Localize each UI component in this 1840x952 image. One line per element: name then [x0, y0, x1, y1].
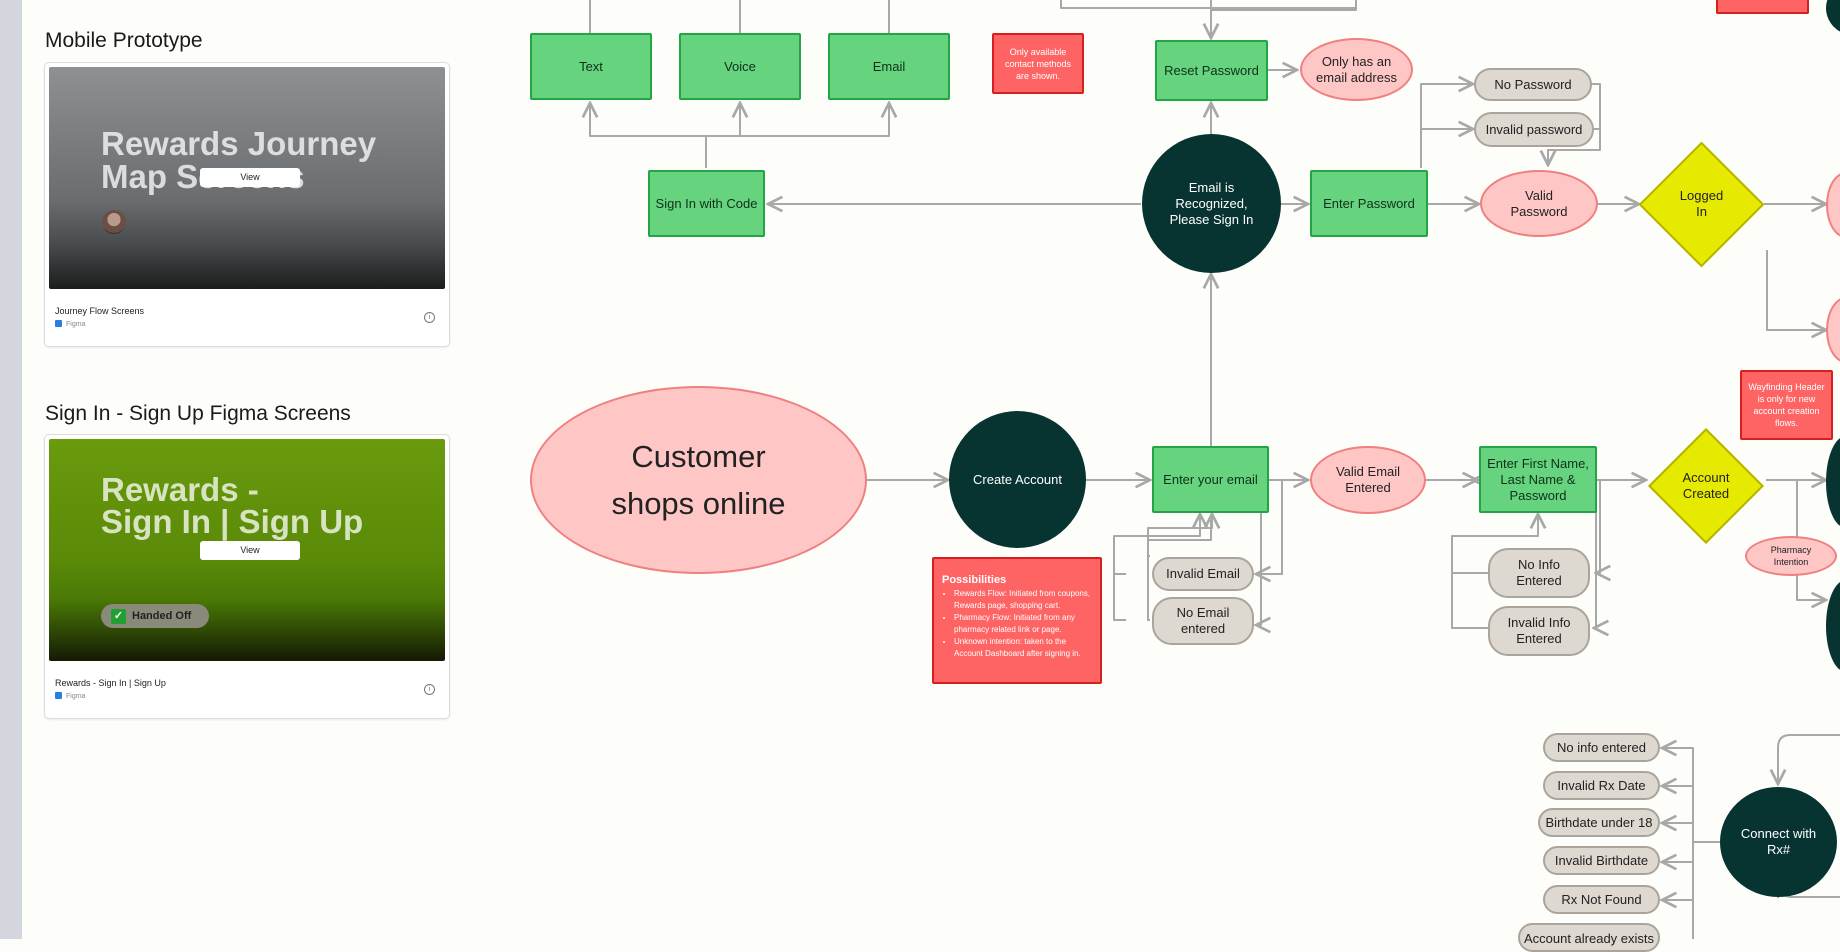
rx-under-18-node[interactable]: Birthdate under 18 — [1538, 808, 1660, 837]
reset-password-node[interactable]: Reset Password — [1155, 40, 1268, 101]
possibility-item: Rewards Flow: Initiated from coupons, Re… — [954, 588, 1094, 612]
logged-in-label: Logged In — [1679, 188, 1724, 219]
text-node[interactable]: Text — [530, 33, 652, 100]
no-info-entered-node[interactable]: No Info Entered — [1488, 548, 1590, 598]
view-button[interactable]: View — [200, 168, 300, 187]
card-source: Figma — [55, 320, 85, 328]
enter-name-password-node[interactable]: Enter First Name, Last Name & Password — [1479, 446, 1597, 513]
no-password-node[interactable]: No Password — [1474, 68, 1592, 101]
email-recognized-node[interactable]: Email is Recognized, Please Sign In — [1142, 134, 1281, 273]
rx-no-info-node[interactable]: No info entered — [1543, 733, 1660, 762]
contact-methods-note[interactable]: Only available contact methods are shown… — [992, 33, 1084, 94]
enter-password-node[interactable]: Enter Password — [1310, 170, 1428, 237]
card-file-name: Journey Flow Screens — [55, 306, 145, 316]
prototype-thumbnail[interactable]: Rewards Journey Map Screens View — [49, 67, 445, 289]
enter-your-email-node[interactable]: Enter your email — [1152, 446, 1269, 513]
top-red-note-partial[interactable] — [1716, 0, 1809, 14]
info-icon[interactable]: i — [424, 684, 435, 695]
thumbnail-title-line2: Sign In | Sign Up — [101, 503, 364, 540]
account-created-label: Account Created — [1682, 470, 1730, 501]
sign-in-with-code-node[interactable]: Sign In with Code — [648, 170, 765, 237]
view-button[interactable]: View — [200, 541, 300, 560]
rx-invalid-date-node[interactable]: Invalid Rx Date — [1543, 771, 1660, 800]
connect-with-rx-node[interactable]: Connect with Rx# — [1720, 787, 1837, 897]
possibilities-title: Possibilities — [942, 574, 1007, 586]
rx-account-exists-node[interactable]: Account already exists — [1518, 923, 1660, 952]
right-dark-node-partial-2[interactable] — [1826, 580, 1840, 672]
no-email-entered-node[interactable]: No Email entered — [1152, 597, 1254, 645]
section-title-sign-in-sign-up: Sign In - Sign Up Figma Screens — [45, 402, 351, 425]
info-icon[interactable]: i — [424, 312, 435, 323]
section-title-mobile-prototype: Mobile Prototype — [45, 29, 203, 52]
customer-shops-online-node[interactable]: Customer shops online — [530, 386, 867, 574]
rx-not-found-node[interactable]: Rx Not Found — [1543, 885, 1660, 914]
invalid-password-node[interactable]: Invalid password — [1474, 112, 1594, 147]
right-dark-node-partial-1[interactable] — [1826, 436, 1840, 528]
possibility-item: Pharmacy Flow: Initiated from any pharma… — [954, 612, 1094, 636]
signin-card[interactable]: Rewards - Sign In | Sign Up View ✓Handed… — [44, 434, 450, 719]
email-node[interactable]: Email — [828, 33, 950, 100]
card-source: Figma — [55, 692, 85, 700]
valid-password-node[interactable]: Valid Password — [1480, 170, 1598, 237]
figma-icon — [55, 692, 62, 699]
voice-node[interactable]: Voice — [679, 33, 801, 100]
invalid-info-entered-node[interactable]: Invalid Info Entered — [1488, 606, 1590, 656]
rx-invalid-birthdate-node[interactable]: Invalid Birthdate — [1543, 846, 1660, 875]
signin-thumbnail[interactable]: Rewards - Sign In | Sign Up View ✓Handed… — [49, 439, 445, 661]
handed-off-badge: ✓Handed Off — [101, 604, 209, 628]
prototype-card[interactable]: Rewards Journey Map Screens View Journey… — [44, 62, 450, 347]
possibilities-note[interactable]: Possibilities Rewards Flow: Initiated fr… — [932, 557, 1102, 684]
avatar — [102, 210, 126, 234]
invalid-email-node[interactable]: Invalid Email — [1152, 557, 1254, 591]
thumbnail-title-line1: Rewards - — [101, 471, 259, 508]
possibilities-list: Rewards Flow: Initiated from coupons, Re… — [942, 588, 1094, 660]
card-file-name: Rewards - Sign In | Sign Up — [55, 678, 166, 688]
left-edge-panel — [0, 0, 22, 939]
figma-icon — [55, 320, 62, 327]
create-account-node[interactable]: Create Account — [949, 411, 1086, 548]
wayfinding-note[interactable]: Wayfinding Header is only for new accoun… — [1740, 370, 1833, 440]
possibility-item: Unknown intention: taken to the Account … — [954, 636, 1094, 660]
valid-email-entered-node[interactable]: Valid Email Entered — [1310, 446, 1426, 514]
check-icon: ✓ — [111, 608, 126, 624]
thumbnail-title: Rewards Journey Map Screens — [101, 125, 377, 195]
only-email-node[interactable]: Only has an email address — [1300, 38, 1413, 101]
pharmacy-intention-node[interactable]: Pharmacy Intention — [1745, 536, 1837, 576]
